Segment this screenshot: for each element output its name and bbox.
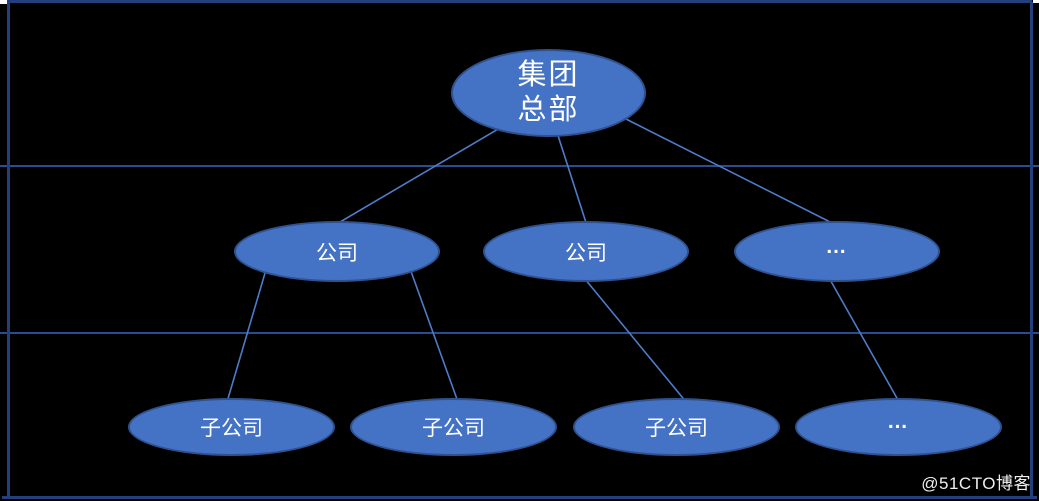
node-label: … — [887, 410, 910, 433]
node-label: 子公司 — [422, 417, 485, 440]
edge-root-company3 — [617, 114, 843, 229]
edge-company3-sub4 — [827, 275, 899, 401]
node-label: 公司 — [316, 241, 358, 265]
corner-artifact-top-left — [0, 0, 7, 4]
node-label: 集团 — [517, 59, 580, 91]
node-company-2: 公司 — [483, 221, 689, 282]
edge-company2-sub3 — [579, 272, 688, 404]
node-subsidiary-3: 子公司 — [573, 398, 780, 456]
node-company-more: … — [734, 221, 940, 282]
node-label: … — [825, 234, 849, 258]
watermark: @51CTO博客 — [921, 474, 1031, 493]
node-subsidiary-more: … — [795, 398, 1002, 456]
node-label: 子公司 — [200, 417, 263, 440]
edge-root-company2 — [552, 119, 591, 236]
node-group-headquarters: 集团 总部 — [451, 49, 646, 137]
node-subsidiary-2: 子公司 — [350, 398, 557, 456]
edge-company1-sub1 — [226, 262, 269, 403]
node-label: 子公司 — [645, 417, 708, 440]
edge-company1-sub2 — [407, 262, 459, 403]
node-label: 公司 — [565, 241, 607, 265]
node-subsidiary-1: 子公司 — [128, 398, 335, 456]
corner-artifact-top-right — [1033, 0, 1039, 3]
node-label: 总部 — [517, 94, 580, 126]
node-company-1: 公司 — [234, 221, 440, 282]
edge-root-company1 — [334, 124, 506, 226]
